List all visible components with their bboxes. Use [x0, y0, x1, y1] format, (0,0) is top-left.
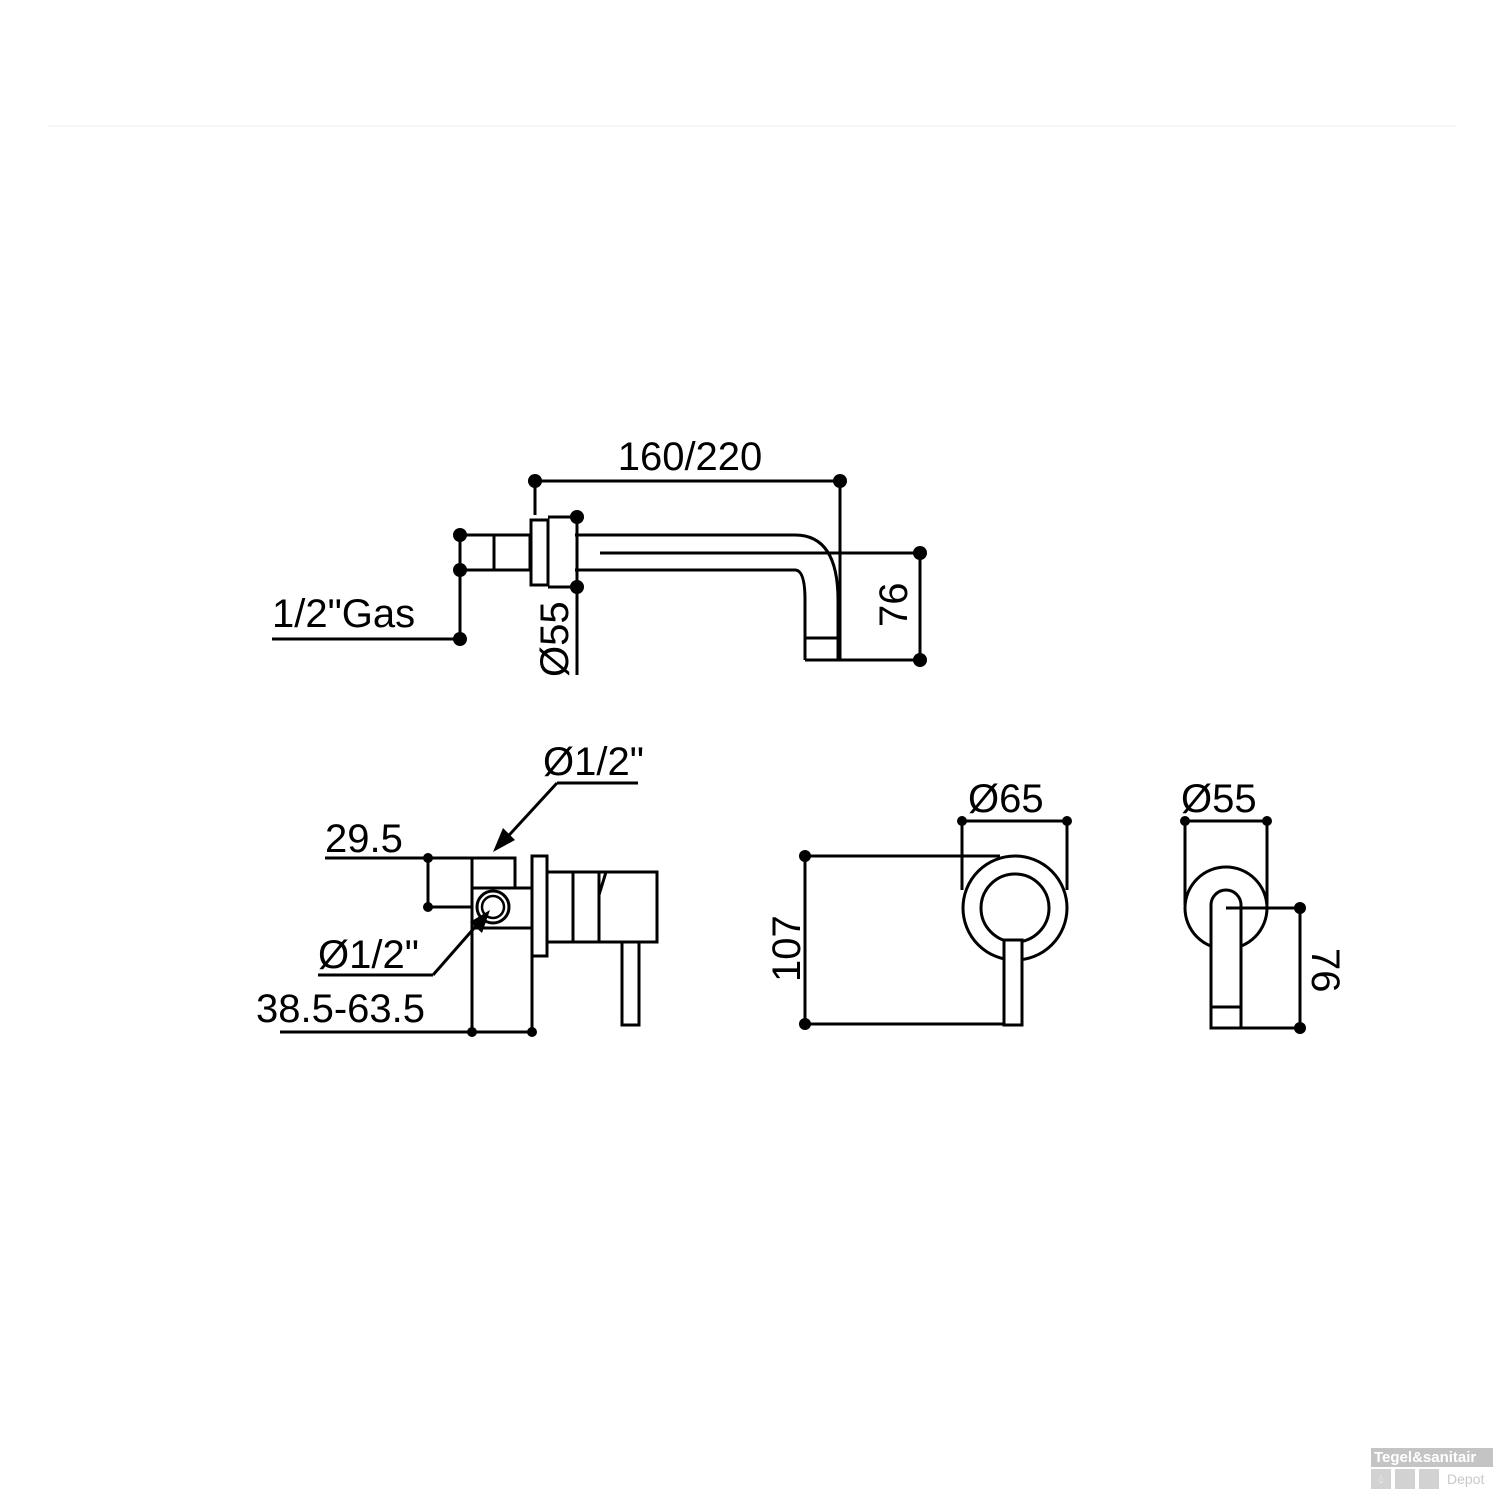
- thread-label: 1/2"Gas: [272, 592, 415, 636]
- tile-square-icon: [1419, 1469, 1439, 1489]
- spout-length-label: 160/220: [618, 435, 763, 479]
- spout-front-rosette-label: Ø55: [1181, 777, 1257, 821]
- wall-depth-label: 38.5-63.5: [256, 987, 425, 1031]
- valve-front-view: Ø65 107: [765, 777, 1072, 1030]
- spout-front-view: Ø55 76: [1180, 777, 1347, 1034]
- outlet-diameter-label: Ø1/2": [543, 740, 644, 784]
- depth-label: 29.5: [325, 817, 403, 861]
- spout-front-height-label: 76: [1303, 948, 1347, 993]
- water-drop-icon: 💧︎: [1371, 1469, 1391, 1489]
- valve-rosette-label: Ø65: [968, 777, 1044, 821]
- brand-watermark: Tegel&sanitair 💧︎ Depot: [1371, 1448, 1493, 1489]
- watermark-brand-top: Tegel&sanitair: [1371, 1448, 1493, 1467]
- top-divider: [48, 125, 1456, 127]
- valve-side-view: Ø1/2" 29.5 Ø1/2" 38.5-63.5: [256, 740, 659, 1037]
- tile-square-icon: [1395, 1469, 1415, 1489]
- valve-height-label: 107: [765, 915, 809, 982]
- inlet-diameter-label: Ø1/2": [318, 933, 419, 977]
- watermark-brand-bottom-row: 💧︎ Depot: [1371, 1469, 1493, 1489]
- spout-side-view: 160/220 1/2"Gas Ø55 76: [272, 435, 927, 677]
- spout-height-label: 76: [872, 583, 916, 628]
- watermark-brand-bottom: Depot: [1447, 1471, 1485, 1487]
- spout-rosette-label: Ø55: [533, 601, 577, 677]
